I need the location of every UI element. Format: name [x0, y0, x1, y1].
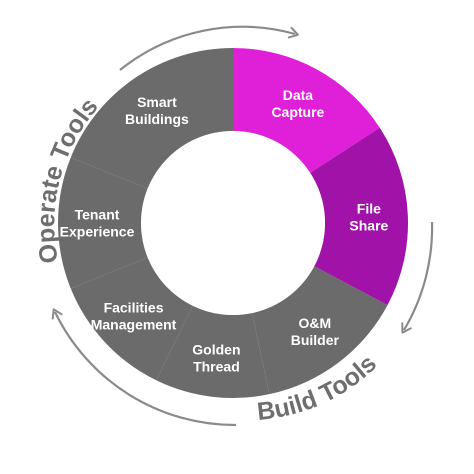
segment-tenant-experience — [58, 157, 148, 289]
segment-label-line: Thread — [193, 358, 240, 374]
segment-label-line: Capture — [271, 104, 324, 120]
segment-label-line: Tenant — [75, 207, 120, 223]
segment-om-builder — [252, 266, 388, 395]
segment-label-line: Facilities — [104, 299, 164, 315]
segment-label-line: Experience — [60, 224, 135, 240]
segment-label-line: Share — [349, 218, 388, 234]
segment-label-line: Buildings — [125, 111, 189, 127]
segment-label-line: Management — [91, 316, 177, 332]
top-cycle-arrow — [119, 25, 299, 71]
segment-label-line: Data — [283, 87, 314, 103]
segment-smart-buildings — [70, 48, 233, 189]
segment-label-line: Golden — [192, 341, 240, 357]
segment-golden-thread — [156, 305, 270, 398]
segment-facilities-management — [70, 257, 193, 381]
segment-label-line: File — [357, 201, 381, 217]
segment-label-line: O&M — [299, 315, 332, 331]
segment-label-line: Builder — [291, 332, 340, 348]
bottom-cycle-arrow — [51, 308, 237, 427]
right-cycle-arrow — [401, 221, 434, 334]
segment-ring — [58, 48, 408, 398]
segment-file-share — [310, 127, 408, 306]
segment-label-line: Smart — [137, 94, 177, 110]
segment-data-capture — [233, 48, 380, 173]
center-hole — [141, 131, 325, 315]
